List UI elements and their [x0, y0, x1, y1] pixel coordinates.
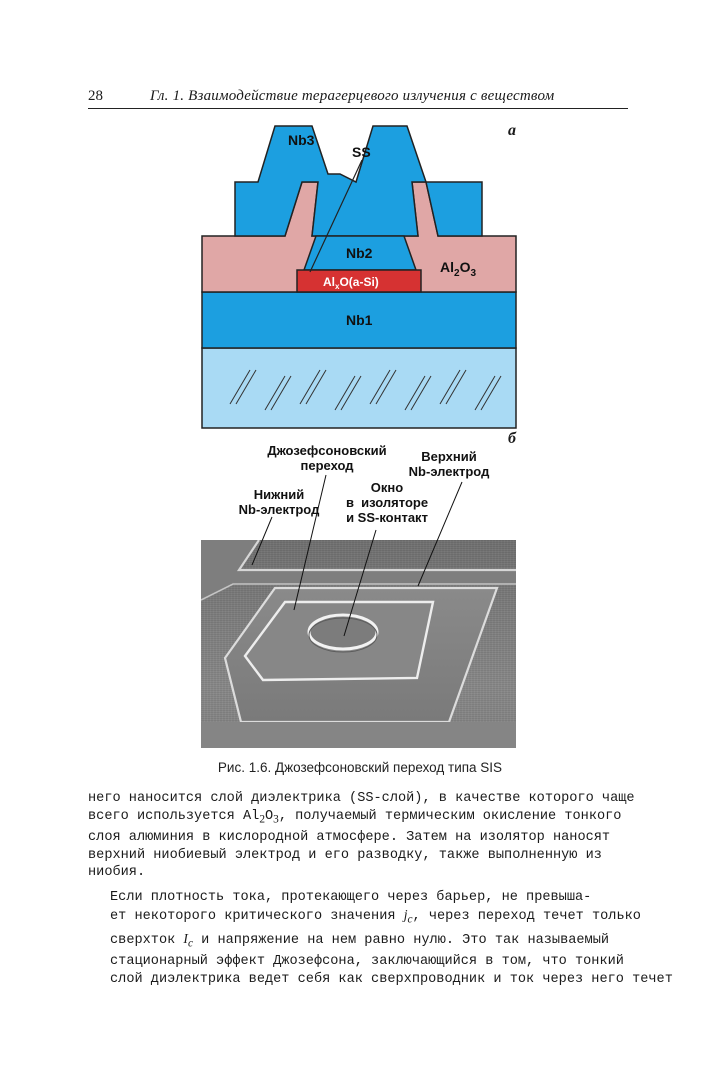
junction-ring-shadow [308, 617, 378, 653]
ss-label: SS [352, 144, 371, 160]
text-line: верхний ниобиевый электрод и его разводк… [88, 847, 602, 863]
window-label-line: и SS-контакт [346, 510, 428, 525]
running-title: Гл. 1. Взаимодействие терагерцевого излу… [150, 88, 555, 104]
text-line: него наносится слой диэлектрика (SS-слой… [88, 791, 635, 806]
window-label-line: Окно [370, 480, 404, 495]
nb3-layer [234, 125, 483, 237]
bottom-electrode-label: Нижний Nb-электрод [224, 487, 334, 517]
panel-a-letter: а [508, 122, 516, 139]
text-line: слой диэлектрика ведет себя как сверхпро… [110, 971, 673, 987]
page-header: 28 Гл. 1. Взаимодействие терагерцевого и… [88, 86, 628, 109]
body-text: него наносится слой диэлектрика (SS-слой… [88, 790, 673, 988]
figure-caption: Рис. 1.6. Джозефсоновский переход типа S… [217, 760, 503, 775]
jj-label-line: Джозефсоновский [267, 443, 387, 458]
text-line: стационарный эффект Джозефсона, заключаю… [110, 953, 624, 969]
sem-bottom-shade [201, 722, 516, 748]
text-line: всего используется Al2O3, получаемый тер… [88, 808, 622, 826]
text-line: слоя алюминия в кислородной атмосфере. З… [88, 829, 611, 845]
sem-structure [201, 540, 516, 748]
paragraph-2: Если плотность тока, протекающего через … [88, 889, 673, 988]
sem-micrograph [201, 540, 516, 748]
substrate-layer [201, 347, 517, 429]
window-label-line: в изоляторе [345, 495, 429, 510]
lower-electrode-edge [236, 540, 516, 572]
jj-label: Джозефсоновский переход [262, 443, 392, 473]
nb3-label: Nb3 [288, 132, 315, 148]
page-number: 28 [88, 88, 103, 104]
cross-section-diagram: Nb3 SS Nb2 Al2O3 AlxO(a-Si) Nb1 [201, 125, 517, 429]
ss-pointer-line [309, 159, 363, 273]
barrier-label: AlxO(a-Si) [323, 275, 379, 291]
bottom-electrode-label-line: Nb-электрод [238, 502, 320, 517]
text-line: Если плотность тока, протекающего через … [110, 889, 592, 905]
text-line: сверхток Ic и напряжение на нем равно ну… [110, 930, 610, 950]
window-label: Окно в изоляторе и SS-контакт [332, 480, 442, 525]
text-line: ниобия. [88, 865, 146, 881]
panel-b-letter: б [508, 430, 516, 447]
al2o3-label: Al2O3 [440, 259, 476, 279]
nb2-label: Nb2 [346, 245, 373, 261]
top-electrode-label: Верхний Nb-электрод [396, 449, 502, 479]
substrate-hatching [229, 369, 502, 411]
junction-ring [307, 613, 379, 651]
nb1-layer [201, 291, 517, 349]
text-line: ет некоторого критического значения jc, … [110, 907, 641, 926]
barrier-layer [296, 269, 422, 293]
top-electrode-label-line: Nb-электрод [408, 464, 490, 479]
jj-label-line: переход [300, 458, 354, 473]
bottom-electrode-label-line: Нижний [253, 487, 305, 502]
nb1-label: Nb1 [346, 312, 373, 328]
top-electrode-label-line: Верхний [421, 449, 477, 464]
paragraph-1: него наносится слой диэлектрика (SS-слой… [88, 790, 635, 882]
